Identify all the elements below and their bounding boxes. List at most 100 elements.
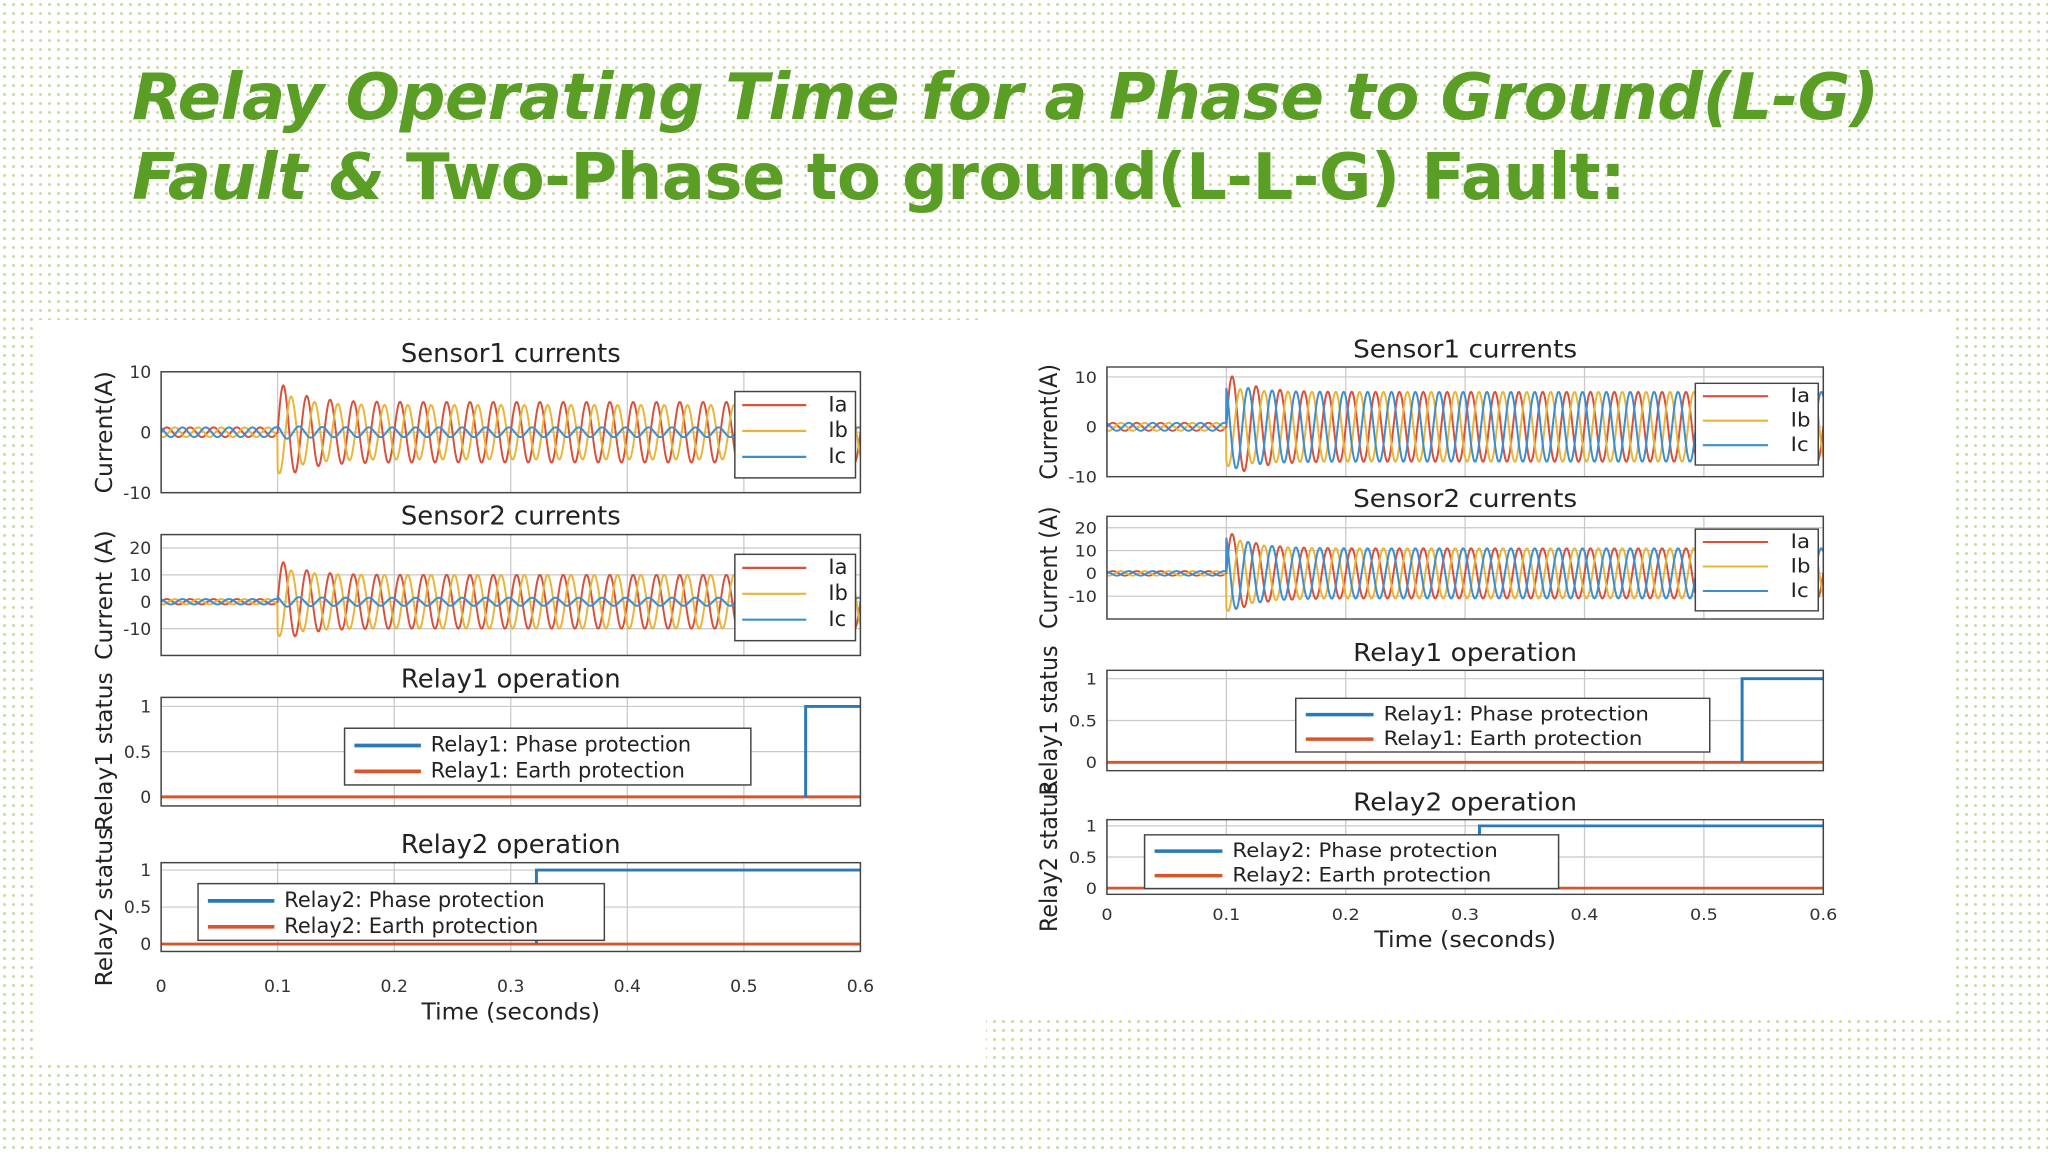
subplot-title: Relay2 operation xyxy=(1353,787,1577,816)
subplot-title: Sensor1 currents xyxy=(1353,335,1577,364)
x-tick-label: 0.3 xyxy=(1451,905,1479,924)
legend-label: Ia xyxy=(828,392,847,416)
title-regular-part: Two-Phase to ground(L-L-G) Fault: xyxy=(406,141,1626,215)
y-tick-label: 10 xyxy=(129,363,151,383)
x-tick-label: 0.6 xyxy=(847,977,874,997)
legend-box xyxy=(1143,834,1560,890)
legend-box xyxy=(197,882,606,942)
slide-title: Relay Operating Time for a Phase to Grou… xyxy=(132,58,2048,218)
y-tick-label: 20 xyxy=(129,539,151,559)
y-tick-label: 0 xyxy=(1086,879,1097,898)
legend-label: Ic xyxy=(828,444,846,468)
x-tick-label: 0.1 xyxy=(264,977,291,997)
axes-frame xyxy=(160,533,862,657)
y-tick-label: -10 xyxy=(123,620,151,640)
legend-label: Relay2: Earth protection xyxy=(1232,863,1491,886)
axes-frame xyxy=(1106,818,1825,896)
x-tick-label: 0.5 xyxy=(730,977,757,997)
y-axis-label: Relay2 status xyxy=(90,828,118,987)
x-axis-label: Time (seconds) xyxy=(1373,928,1556,953)
y-tick-label: 10 xyxy=(1075,541,1097,560)
y-tick-label: 0 xyxy=(140,593,151,613)
y-axis-label: Current(A) xyxy=(90,371,118,493)
y-axis-label: Relay1 status xyxy=(1036,645,1063,795)
x-tick-label: 0.3 xyxy=(497,977,524,997)
y-tick-label: 0.5 xyxy=(124,898,151,918)
axes-frame xyxy=(1106,515,1825,620)
x-tick-label: 0 xyxy=(156,977,167,997)
y-tick-label: 0 xyxy=(1086,753,1097,772)
legend-label: Relay1: Earth protection xyxy=(431,759,685,783)
y-axis-label: Current(A) xyxy=(1036,364,1063,480)
subplot-title: Relay1 operation xyxy=(1353,638,1577,667)
y-tick-label: 0 xyxy=(1086,417,1097,436)
y-tick-label: -10 xyxy=(1068,467,1097,486)
y-tick-label: 0.5 xyxy=(1069,711,1097,730)
legend-label: Ib xyxy=(828,418,847,442)
axes-frame xyxy=(160,861,862,953)
x-tick-label: 0 xyxy=(1101,905,1112,924)
y-tick-label: 1 xyxy=(1086,669,1097,688)
x-tick-label: 0.1 xyxy=(1212,905,1240,924)
y-tick-label: 10 xyxy=(1075,367,1097,386)
y-axis-label: Relay1 status xyxy=(90,672,118,831)
legend-label: Ia xyxy=(1791,384,1810,407)
legend-label: Relay1: Phase protection xyxy=(1384,702,1649,725)
phase-protection-line xyxy=(804,704,861,797)
subplot-title: Sensor1 currents xyxy=(401,339,621,369)
legend-label: Relay1: Phase protection xyxy=(431,733,691,757)
legend-label: Ib xyxy=(1791,554,1811,577)
legend-label: Relay2: Earth protection xyxy=(284,914,538,938)
title-italic-part: Relay Operating Time for a Phase to Grou… xyxy=(132,61,1879,215)
subplot-4: Relay2 operation Relay2 status 1 0.5 0 Relay2… xyxy=(1036,782,1825,932)
y-tick-label: -10 xyxy=(1068,587,1097,606)
axes-frame xyxy=(160,696,862,807)
x-tick-label: 0.4 xyxy=(1571,905,1599,924)
y-tick-label: 0.5 xyxy=(1069,847,1097,866)
y-tick-label: 0 xyxy=(140,935,151,955)
y-tick-label: 0 xyxy=(140,788,151,808)
y-tick-label: 1 xyxy=(140,861,151,881)
legend-label: Relay2: Phase protection xyxy=(1232,839,1497,862)
axes-frame xyxy=(160,371,862,494)
x-tick-label: 0.2 xyxy=(381,977,408,997)
legend-box xyxy=(1295,697,1711,753)
legend-label: Relay1: Earth protection xyxy=(1384,727,1643,750)
subplot-3: Relay1 operation Relay1 status 1 0.5 0 Relay1… xyxy=(1036,638,1825,796)
legend-label: Relay2: Phase protection xyxy=(284,888,544,912)
legend-label: Ic xyxy=(1791,433,1809,456)
y-tick-label: -10 xyxy=(123,484,151,504)
legend-label: Ic xyxy=(828,607,846,631)
axes-frame xyxy=(1106,669,1825,772)
lg-fault-chart: Sensor1 currentsCurrent(A)100-10IaIbIcSe… xyxy=(90,339,874,1025)
x-tick-label: 0.5 xyxy=(1690,905,1718,924)
x-tick-label: 0.4 xyxy=(614,977,641,997)
y-tick-label: 20 xyxy=(1075,518,1097,537)
legend-label: Ib xyxy=(828,581,847,605)
legend-label: Ib xyxy=(1791,408,1811,431)
y-tick-label: 0 xyxy=(1086,564,1097,583)
llg-fault-chart: Sensor1 currentsCurrent(A)100-10IaIbIcSe… xyxy=(1036,335,1837,953)
y-axis-label: Current (A) xyxy=(1036,506,1063,629)
axes-frame xyxy=(1106,366,1825,478)
y-tick-label: 1 xyxy=(1086,816,1097,835)
subplot-title: Sensor2 currents xyxy=(401,502,621,532)
y-tick-label: 0 xyxy=(140,423,151,443)
y-tick-label: 0.5 xyxy=(124,743,151,763)
legend-box xyxy=(343,727,752,786)
y-axis-label: Relay2 status xyxy=(1036,782,1063,932)
